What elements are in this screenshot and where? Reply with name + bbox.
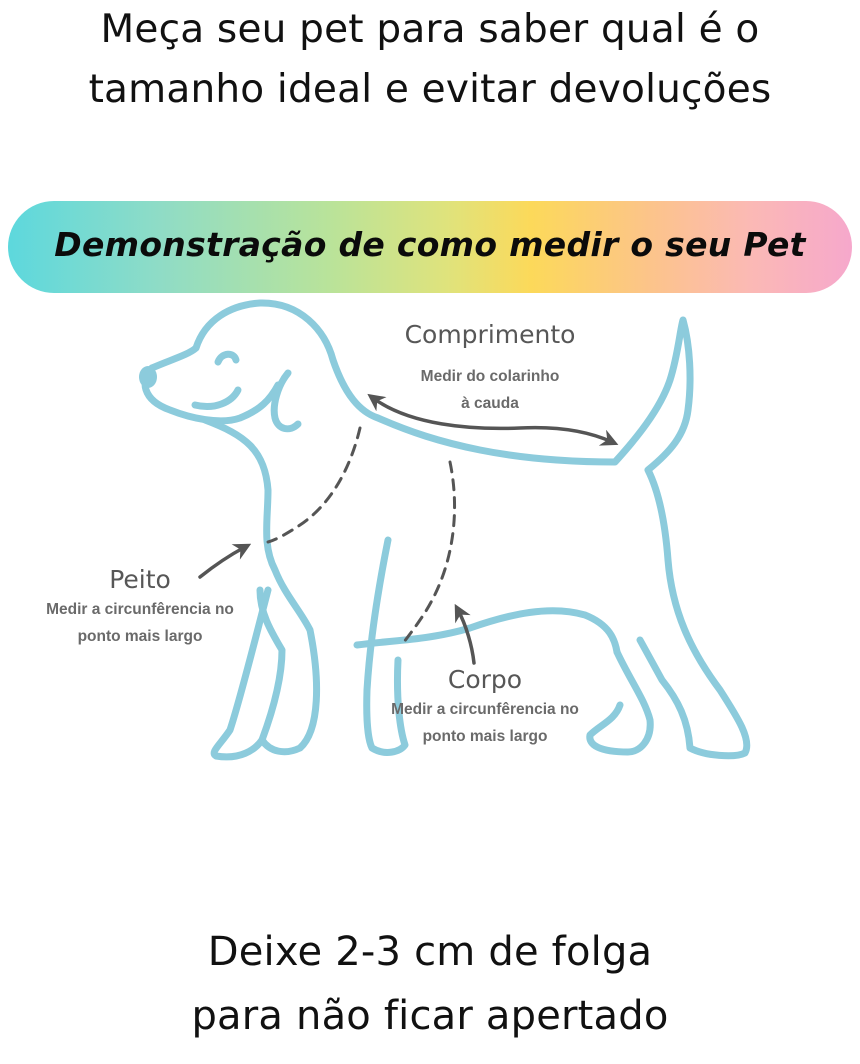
chest-arrow bbox=[198, 543, 252, 579]
dog-ear-outline bbox=[270, 369, 302, 433]
footer-note: Deixe 2-3 cm de folga para não ficar ape… bbox=[0, 920, 860, 1048]
length-label: Comprimento Medir do colarinho à cauda bbox=[370, 320, 610, 417]
body-label: Corpo Medir a circunfêrencia no ponto ma… bbox=[355, 665, 615, 750]
dog-body-outline bbox=[148, 299, 751, 760]
dog-jaw-outline bbox=[141, 364, 282, 425]
dog-neck-front-outline bbox=[201, 416, 321, 756]
dog-front-leg-left bbox=[210, 586, 272, 761]
chest-dashed-line bbox=[266, 426, 362, 544]
banner-text: Demonstração de como medir o seu Pet bbox=[54, 225, 806, 264]
heading-line-1: Meça seu pet para saber qual é o bbox=[100, 7, 760, 52]
body-desc-line-1: Medir a circunfêrencia no bbox=[391, 701, 579, 718]
chest-label: Peito Medir a circunfêrencia no ponto ma… bbox=[10, 565, 270, 650]
footer-line-2: para não ficar apertado bbox=[191, 993, 669, 1039]
dog-mouth-outline bbox=[191, 386, 242, 410]
dog-nose bbox=[139, 366, 157, 388]
footer-line-1: Deixe 2-3 cm de folga bbox=[207, 929, 653, 975]
chest-title: Peito bbox=[109, 565, 171, 594]
chest-desc-line-1: Medir a circunfêrencia no bbox=[46, 601, 234, 618]
dog-rear-leg-inner bbox=[586, 648, 654, 756]
length-arrow bbox=[367, 393, 619, 446]
length-title: Comprimento bbox=[404, 320, 576, 349]
dog-outline-illustration bbox=[139, 299, 751, 761]
page-heading: Meça seu pet para saber qual é o tamanho… bbox=[0, 0, 860, 120]
length-desc-line-2: à cauda bbox=[461, 395, 519, 412]
chest-desc-line-2: ponto mais largo bbox=[77, 628, 203, 645]
dog-front-leg-inner bbox=[363, 536, 409, 756]
demo-banner: Demonstração de como medir o seu Pet bbox=[8, 201, 852, 293]
length-desc-line-1: Medir do colarinho bbox=[420, 368, 560, 385]
body-desc-line-2: ponto mais largo bbox=[422, 728, 548, 745]
heading-line-2: tamanho ideal e evitar devoluções bbox=[88, 67, 772, 112]
body-dashed-line bbox=[400, 460, 457, 647]
dog-eye-outline bbox=[214, 350, 240, 366]
dog-belly-outline bbox=[353, 607, 621, 656]
body-title: Corpo bbox=[447, 665, 523, 694]
body-arrow bbox=[454, 603, 476, 665]
